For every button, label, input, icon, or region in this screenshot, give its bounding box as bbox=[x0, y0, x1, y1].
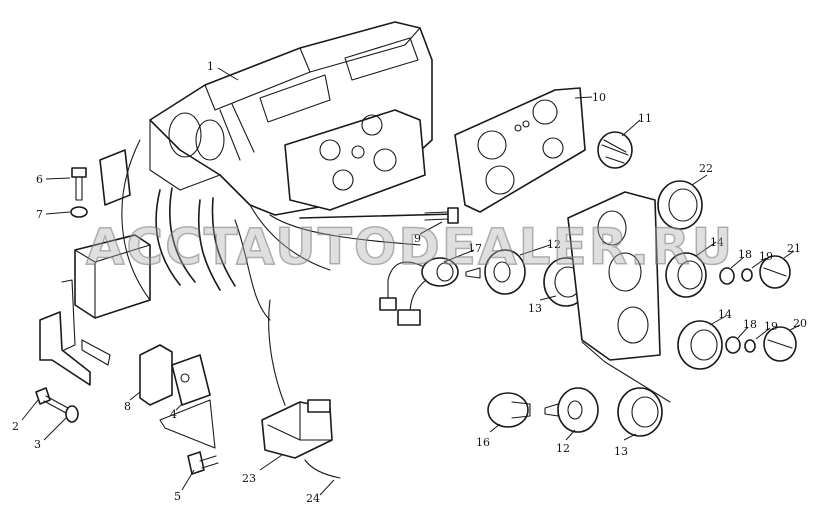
washer-19-upper bbox=[741, 268, 753, 282]
callout-23: 23 bbox=[242, 472, 256, 485]
bezel-14-upper bbox=[665, 252, 707, 298]
washer-7 bbox=[70, 206, 88, 218]
callout-5: 5 bbox=[174, 490, 181, 503]
callout-19a: 19 bbox=[759, 250, 773, 263]
callout-14b: 14 bbox=[718, 308, 732, 321]
switch-17 bbox=[379, 257, 459, 326]
bezel-14-lower bbox=[677, 320, 723, 370]
callout-13a: 13 bbox=[528, 302, 542, 315]
callout-18b: 18 bbox=[743, 318, 757, 331]
bolt-6 bbox=[71, 167, 87, 201]
callout-12a: 12 bbox=[547, 238, 561, 251]
bracket-plate bbox=[159, 399, 216, 449]
callout-labels: 1 2 3 4 5 6 7 8 9 10 11 12 12 13 13 14 1… bbox=[12, 60, 807, 505]
mount-bracket-4 bbox=[171, 354, 211, 406]
callout-17: 17 bbox=[468, 242, 482, 255]
callout-11: 11 bbox=[638, 112, 652, 125]
callout-1: 1 bbox=[207, 60, 214, 73]
callout-4: 4 bbox=[170, 408, 177, 421]
actuator-link bbox=[268, 299, 286, 406]
callout-16: 16 bbox=[476, 436, 490, 449]
callout-22: 22 bbox=[699, 162, 713, 175]
switch-16 bbox=[487, 392, 531, 428]
callout-10: 10 bbox=[592, 91, 606, 104]
knob-22 bbox=[657, 180, 703, 230]
washer-19-lower bbox=[744, 339, 756, 353]
actuator-23 bbox=[261, 399, 333, 459]
control-valve-block bbox=[284, 109, 426, 211]
callout-2: 2 bbox=[12, 420, 19, 433]
nut-18-upper bbox=[719, 267, 735, 285]
callout-7: 7 bbox=[36, 208, 43, 221]
bezel-13-lower bbox=[617, 387, 663, 437]
callout-6: 6 bbox=[36, 173, 43, 186]
callout-13b: 13 bbox=[614, 445, 628, 458]
callout-18a: 18 bbox=[738, 248, 752, 261]
callout-12b: 12 bbox=[556, 442, 570, 455]
callout-8: 8 bbox=[124, 400, 131, 413]
control-panel-10 bbox=[454, 87, 586, 213]
callout-3: 3 bbox=[34, 438, 41, 451]
left-bracket bbox=[39, 279, 111, 386]
callout-21: 21 bbox=[787, 242, 801, 255]
nut-18-lower bbox=[725, 336, 741, 354]
mount-bracket-8 bbox=[139, 344, 173, 406]
callout-14a: 14 bbox=[710, 236, 724, 249]
callout-24: 24 bbox=[306, 492, 320, 505]
washer-3 bbox=[65, 405, 79, 423]
knob-21 bbox=[759, 255, 791, 289]
knob-12-upper bbox=[465, 249, 526, 295]
callout-19b: 19 bbox=[764, 320, 778, 333]
bolt-9 bbox=[424, 207, 459, 224]
knob-12-lower bbox=[544, 387, 599, 433]
cable-24 bbox=[304, 459, 341, 479]
callout-20: 20 bbox=[793, 317, 807, 330]
bolt-5 bbox=[187, 451, 219, 475]
cross-rod bbox=[299, 213, 456, 219]
callout-9: 9 bbox=[414, 232, 421, 245]
knob-11 bbox=[597, 131, 633, 169]
knob-20 bbox=[763, 326, 797, 362]
blower-box bbox=[74, 149, 151, 319]
panel-leader bbox=[581, 341, 671, 403]
hoses bbox=[121, 139, 421, 321]
leader-lines bbox=[21, 67, 801, 496]
bolt-2 bbox=[35, 387, 69, 414]
switch-panel bbox=[567, 191, 661, 361]
